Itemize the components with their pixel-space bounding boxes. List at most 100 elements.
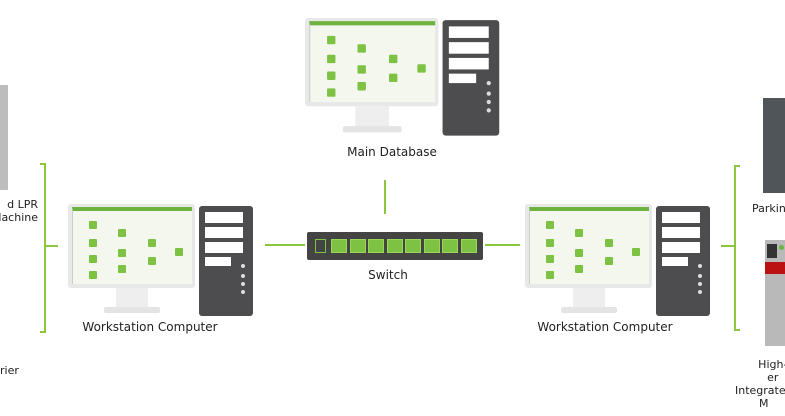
app-tile-icon <box>605 257 613 265</box>
monitor-stand <box>573 288 605 308</box>
app-tile-icon <box>118 249 126 257</box>
tower-button-icon <box>241 282 245 286</box>
parking-label: Parking <box>752 202 785 215</box>
ethernet-port-icon <box>349 239 366 253</box>
tower-button-icon <box>241 274 245 278</box>
drive-bay <box>448 57 489 70</box>
app-tile-icon <box>417 64 426 73</box>
app-tile-icon <box>546 239 554 247</box>
tower-button-icon <box>486 99 491 105</box>
drive-bay <box>205 257 231 266</box>
monitor-screen <box>529 207 649 284</box>
monitor <box>305 18 439 107</box>
left-bracket <box>40 163 46 333</box>
app-tile-icon <box>327 35 336 45</box>
tower-button-icon <box>486 108 491 113</box>
drive-bay <box>448 73 477 84</box>
parking-p-icon <box>767 244 777 258</box>
app-tile-icon <box>89 255 97 263</box>
workstation-right-computer <box>525 204 715 319</box>
app-tile-icon <box>546 255 554 263</box>
tower-button-icon <box>698 282 702 286</box>
drive-bay <box>448 26 489 38</box>
left-to-switch-line <box>265 244 305 246</box>
app-tile-icon <box>89 221 97 229</box>
workstation-left-label: Workstation Computer <box>82 320 218 334</box>
right-bracket <box>734 165 740 331</box>
app-tile-icon <box>148 239 156 247</box>
app-tile-icon <box>357 65 366 74</box>
tower-button-icon <box>698 274 702 278</box>
workstation-right-label: Workstation Computer <box>537 320 673 334</box>
network-switch <box>307 232 483 260</box>
ethernet-port-icon <box>386 239 403 253</box>
tower-button-icon <box>698 264 702 268</box>
drive-bay <box>662 257 688 266</box>
drive-bay <box>448 42 489 54</box>
app-tile-icon <box>148 257 156 265</box>
ethernet-port-icon <box>423 239 440 253</box>
ethernet-port-icon <box>331 239 347 253</box>
app-tile-icon <box>327 54 336 64</box>
app-tile-icon <box>389 73 398 83</box>
app-tile-icon <box>546 271 554 279</box>
app-tile-icon <box>357 82 366 91</box>
parking-device <box>763 98 785 193</box>
app-tile-icon <box>89 271 97 279</box>
tower-case <box>442 20 500 136</box>
app-tile-icon <box>327 88 336 97</box>
monitor <box>525 204 652 288</box>
tower-case <box>656 206 710 316</box>
app-tile-icon <box>118 229 126 237</box>
lpr-machine-label: d LPR Machine <box>0 198 38 224</box>
monitor-base <box>561 307 617 313</box>
app-tile-icon <box>357 44 366 53</box>
status-led-icon <box>779 245 784 250</box>
left-bracket-tick <box>44 245 58 247</box>
app-tile-icon <box>175 248 183 256</box>
app-tile-icon <box>118 265 126 273</box>
monitor <box>68 204 195 288</box>
ethernet-port-icon <box>460 239 477 253</box>
switch-to-right-line <box>485 244 520 246</box>
drive-bay <box>205 212 243 223</box>
monitor-stand <box>116 288 148 308</box>
ethernet-port-icon <box>442 239 458 253</box>
tower-button-icon <box>486 91 491 96</box>
main-database-computer <box>305 18 505 139</box>
drive-bay <box>205 242 243 253</box>
display-panel <box>765 262 785 274</box>
main-to-switch-line <box>384 180 386 214</box>
right-bracket-tick <box>721 245 735 247</box>
app-tile-icon <box>632 248 640 256</box>
tower-button-icon <box>698 290 702 294</box>
monitor-stand <box>355 106 389 128</box>
ethernet-port-icon <box>405 239 421 253</box>
tower-button-icon <box>241 264 245 268</box>
switch-power-icon <box>315 239 326 253</box>
app-tile-icon <box>575 249 583 257</box>
ethernet-port-icon <box>368 239 384 253</box>
integrated-machine-label: High-er Integrated M <box>735 358 785 410</box>
drive-bay <box>662 242 700 253</box>
app-tile-icon <box>89 239 97 247</box>
tower-button-icon <box>486 81 491 86</box>
app-tile-icon <box>605 239 613 247</box>
lpr-machine-device <box>0 85 8 190</box>
switch-label: Switch <box>368 268 408 282</box>
workstation-left-computer <box>68 204 258 319</box>
main-database-label: Main Database <box>347 145 437 159</box>
app-tile-icon <box>575 229 583 237</box>
tower-button-icon <box>241 290 245 294</box>
monitor-base <box>104 307 160 313</box>
monitor-screen <box>309 21 436 102</box>
app-tile-icon <box>327 71 336 80</box>
tower-case <box>199 206 253 316</box>
app-tile-icon <box>575 265 583 273</box>
monitor-base <box>342 126 402 133</box>
monitor-screen <box>72 207 192 284</box>
barrier-label: rier <box>0 364 19 377</box>
drive-bay <box>662 212 700 223</box>
app-tile-icon <box>389 54 398 64</box>
